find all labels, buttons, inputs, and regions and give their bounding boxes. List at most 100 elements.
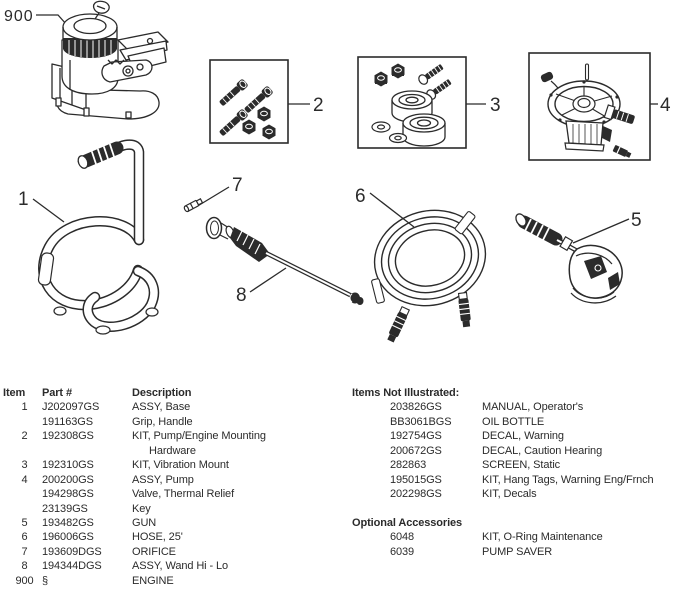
table-row: 6048 KIT, O-Ring Maintenance xyxy=(352,530,672,544)
callout-engine: 900 xyxy=(4,8,34,25)
item-cell: 1 xyxy=(21,401,28,414)
item-cell: 2 xyxy=(21,430,28,443)
table-row: BB3061BGS OIL BOTTLE xyxy=(352,415,672,429)
part-number-cell: 6048 xyxy=(390,531,415,544)
description-cell: SCREEN, Static xyxy=(482,459,561,472)
part-number-cell: 202298GS xyxy=(390,488,442,501)
part-number-cell: 194344DGS xyxy=(42,560,102,573)
callout-gun: 5 xyxy=(631,210,642,231)
item-cell: 900 xyxy=(15,574,34,587)
vibration-mount-box xyxy=(357,56,467,149)
rubber-mount-icon xyxy=(391,90,446,147)
description-cell: DECAL, Caution Hearing xyxy=(482,444,603,457)
callout-base: 1 xyxy=(18,189,29,210)
item-cell: 5 xyxy=(21,516,28,529)
part-number-cell: 192310GS xyxy=(42,459,94,472)
description-cell: DECAL, Warning xyxy=(482,430,564,443)
description-cell: KIT, O-Ring Maintenance xyxy=(482,531,603,544)
table-row: 6 196006GS HOSE, 25' xyxy=(3,530,349,544)
part-number-cell: 195015GS xyxy=(390,473,442,486)
header-part: Part # xyxy=(42,387,72,399)
description-cell: KIT, Pump/Engine Mounting xyxy=(132,430,266,443)
mounting-hardware-box xyxy=(209,59,289,144)
leader-wand xyxy=(249,267,287,293)
leader-base xyxy=(32,198,65,223)
table-row: 23139GS Key xyxy=(3,502,349,516)
optional-accessories-section: Optional Accessories 6048 KIT, O-Ring Ma… xyxy=(352,516,672,559)
part-number-cell xyxy=(42,444,132,458)
item-cell: 4 xyxy=(21,473,28,486)
table-row: 192754GS DECAL, Warning xyxy=(352,429,672,443)
part-number-cell: 194298GS xyxy=(42,488,94,501)
description-cell: GUN xyxy=(132,516,157,529)
table-row: Hardware xyxy=(3,444,349,458)
part-number-cell: BB3061BGS xyxy=(390,415,452,428)
description-cell: Key xyxy=(132,502,151,515)
leader-hose xyxy=(369,192,415,228)
parts-table-header: Item Part # Description xyxy=(3,386,349,400)
part-number-cell: 193482GS xyxy=(42,516,94,529)
table-row: 282863 SCREEN, Static xyxy=(352,458,672,472)
table-row: 5 193482GS GUN xyxy=(3,516,349,530)
table-row: 2 192308GS KIT, Pump/Engine Mounting xyxy=(3,429,349,443)
description-cell: Hardware xyxy=(149,444,196,457)
not-illustrated-section: Items Not Illustrated: 203826GS MANUAL, … xyxy=(352,386,672,559)
nut-icon xyxy=(374,63,405,87)
part-number-cell: 193609DGS xyxy=(42,545,102,558)
description-cell: KIT, Hang Tags, Warning Eng/Frnch xyxy=(482,473,654,486)
table-row: 6039 PUMP SAVER xyxy=(352,545,672,559)
hose-drawing xyxy=(371,209,487,343)
item-cell: 3 xyxy=(21,459,28,472)
description-cell: Valve, Thermal Relief xyxy=(132,488,235,501)
part-number-cell: 191163GS xyxy=(42,415,93,428)
description-cell: ASSY, Wand Hi - Lo xyxy=(132,560,229,573)
table-row: 202298GS KIT, Decals xyxy=(352,487,672,501)
table-row: 4 200200GS ASSY, Pump xyxy=(3,473,349,487)
item-cell xyxy=(3,487,42,501)
nut-icon xyxy=(242,106,276,140)
table-row: 195015GS KIT, Hang Tags, Warning Eng/Frn… xyxy=(352,473,672,487)
bolt-icon xyxy=(219,79,273,136)
engine-drawing xyxy=(51,0,169,120)
callout-orifice: 7 xyxy=(232,175,243,196)
pump-box xyxy=(528,52,651,161)
item-cell xyxy=(3,502,42,516)
header-item: Item xyxy=(3,387,26,399)
gun-drawing xyxy=(515,213,623,304)
part-number-cell: § xyxy=(42,574,49,587)
part-number-cell: 192754GS xyxy=(390,430,442,443)
description-cell: Grip, Handle xyxy=(132,415,193,428)
part-number-cell: 196006GS xyxy=(42,531,94,544)
leader-gun xyxy=(572,218,630,244)
callout-mounting-kit: 2 xyxy=(313,95,324,116)
table-row: 3 192310GS KIT, Vibration Mount xyxy=(3,458,349,472)
description-cell: OIL BOTTLE xyxy=(482,415,545,428)
part-number-cell: 6039 xyxy=(390,545,415,558)
base-frame-drawing xyxy=(37,139,160,335)
table-row: 8 194344DGS ASSY, Wand Hi - Lo xyxy=(3,559,349,573)
table-row: 1 J202097GS ASSY, Base xyxy=(3,400,349,414)
optional-accessories-title: Optional Accessories xyxy=(352,516,463,529)
bolt-icon xyxy=(418,64,452,100)
item-cell: 7 xyxy=(21,545,28,558)
description-cell: KIT, Vibration Mount xyxy=(132,459,229,472)
description-cell: ASSY, Base xyxy=(132,401,191,414)
table-row: 203826GS MANUAL, Operator's xyxy=(352,400,672,414)
part-number-cell: 200200GS xyxy=(42,473,94,486)
callout-hose: 6 xyxy=(355,186,366,207)
part-number-cell: 23139GS xyxy=(42,502,88,515)
part-number-cell: J202097GS xyxy=(42,401,100,414)
table-row: 200672GS DECAL, Caution Hearing xyxy=(352,444,672,458)
table-row: 194298GS Valve, Thermal Relief xyxy=(3,487,349,501)
description-cell: MANUAL, Operator's xyxy=(482,401,584,414)
description-cell: ENGINE xyxy=(132,574,174,587)
exploded-parts-diagram: 900 1 2 3 4 5 6 7 8 xyxy=(4,0,671,343)
callout-pump: 4 xyxy=(660,95,671,116)
callout-wand: 8 xyxy=(236,285,247,306)
part-number-cell: 203826GS xyxy=(390,401,442,414)
description-cell: HOSE, 25' xyxy=(132,531,183,544)
item-cell: 6 xyxy=(21,531,28,544)
section-gap xyxy=(352,502,672,516)
item-cell xyxy=(3,444,42,458)
